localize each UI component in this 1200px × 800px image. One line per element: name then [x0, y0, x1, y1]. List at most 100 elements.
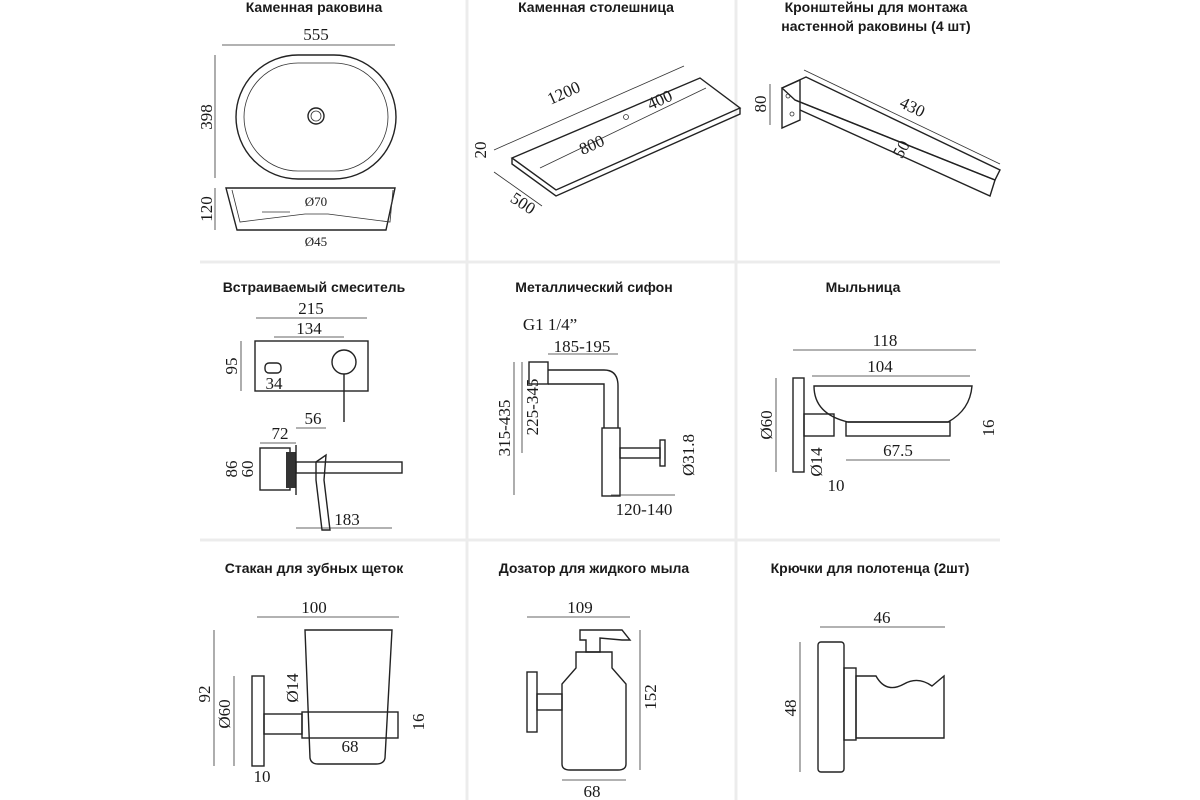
panel-title: Каменная раковина — [246, 0, 383, 15]
screw-hole — [789, 111, 795, 117]
dim-plate-height: 95 — [222, 358, 241, 375]
panel-metal-siphon: Металлический сифон G1 1/4” 185-195 315-… — [495, 279, 698, 519]
dim-outlet-height: 225-345 — [523, 379, 542, 436]
mixer-thread — [286, 452, 296, 488]
dim-arm-diameter: Ø14 — [283, 673, 302, 703]
dim-outlet: 34 — [266, 374, 284, 393]
dim-height: 80 — [751, 96, 770, 113]
siphon-bottle — [601, 427, 621, 497]
dim-thread: G1 1/4” — [523, 315, 577, 334]
panel-wall-brackets: Кронштейны для монтажа настенной раковин… — [751, 0, 1001, 197]
holder-arm — [536, 693, 563, 711]
panel-soap-dispenser: Дозатор для жидкого мыла 109 152 68 — [499, 560, 690, 800]
dim-mount-thickness: 10 — [828, 476, 845, 495]
drain-inner — [310, 110, 322, 122]
towel-hook — [855, 674, 945, 739]
bracket-arm-side — [794, 99, 996, 197]
panel-towel-hooks: Крючки для полотенца (2шт) 46 48 — [771, 560, 970, 773]
dim-body-depth: 72 — [272, 424, 289, 443]
wall-mount — [251, 675, 265, 767]
dim-dish-width: 104 — [867, 357, 893, 376]
sink-top-view — [235, 54, 397, 180]
panel-title: Стакан для зубных щеток — [225, 560, 405, 576]
dim-bottle-width: 68 — [584, 782, 601, 800]
panel-title: Крючки для полотенца (2шт) — [771, 560, 970, 576]
dim-depth: 398 — [197, 104, 216, 130]
holder-arm — [263, 713, 303, 735]
dim-spout-length: 183 — [334, 510, 360, 529]
sink-side-view — [225, 187, 396, 231]
mixer-lever-side — [315, 453, 331, 531]
siphon-outlet — [619, 447, 661, 459]
dim-hole-position: 800 — [576, 131, 607, 159]
sink-bowl-section — [231, 189, 394, 223]
dim-drain-top: Ø70 — [305, 194, 327, 209]
panel-title: Встраиваемый смеситель — [223, 279, 406, 295]
dim-total-width: 109 — [567, 598, 593, 617]
panel-stone-sink: Каменная раковина 555 398 120 Ø70 Ø45 — [197, 0, 397, 249]
faucet-hole — [623, 114, 629, 120]
dim-mount-diameter: Ø60 — [215, 699, 234, 728]
panel-title: Дозатор для жидкого мыла — [499, 560, 690, 576]
wall-mount — [817, 641, 845, 773]
glass-cup — [304, 629, 393, 765]
mixer-spout — [295, 461, 403, 474]
dim-body-height: 86 — [222, 461, 241, 478]
siphon-flange — [659, 439, 666, 467]
panel-soap-dish: Мыльница 118 104 Ø60 Ø14 16 67.5 10 — [757, 279, 998, 495]
mixer-handle — [331, 349, 357, 375]
dim-line — [803, 69, 1001, 165]
mixer-plate — [254, 340, 369, 392]
dim-mount-diameter: Ø60 — [757, 410, 776, 439]
wall-mount — [792, 377, 805, 473]
dim-width: 555 — [303, 25, 329, 44]
panel-title-line1: Кронштейны для монтажа — [785, 0, 968, 15]
siphon-pipe — [548, 369, 619, 428]
dim-line — [493, 171, 543, 207]
dim-spout-depth: 56 — [305, 409, 322, 428]
panel-built-in-mixer: Встраиваемый смеситель 215 134 95 34 56 … — [222, 279, 406, 531]
dim-total-width: 100 — [301, 598, 327, 617]
dim-inner-height: 60 — [238, 461, 257, 478]
sink-inner-rim — [243, 62, 389, 172]
drain-hole — [307, 107, 325, 125]
dim-holder-width: 68 — [342, 737, 359, 756]
glass-holder — [301, 711, 399, 739]
dim-outlet-diameter: Ø31.8 — [679, 434, 698, 476]
dim-outlet-length: 120-140 — [616, 500, 673, 519]
dim-plate-width: 215 — [298, 299, 324, 318]
dim-height: 120 — [197, 196, 216, 222]
dim-length: 1200 — [544, 77, 583, 108]
dim-drain-bottom: Ø45 — [305, 234, 327, 249]
dim-thickness: 20 — [471, 142, 490, 159]
dim-line — [539, 87, 707, 169]
dim-holder-height: 16 — [409, 714, 428, 731]
dish-holder — [845, 421, 951, 437]
dim-holder-height: 16 — [979, 420, 998, 437]
holder-arm — [803, 413, 835, 437]
dim-depth: 46 — [874, 608, 891, 627]
wall-mount — [526, 671, 538, 733]
dim-arm-diameter: Ø14 — [807, 447, 826, 477]
dim-total-height: 92 — [195, 686, 214, 703]
panel-title: Каменная столешница — [518, 0, 674, 15]
panel-toothbrush-glass: Стакан для зубных щеток 100 92 Ø60 Ø14 1… — [195, 560, 428, 786]
soap-dish — [813, 385, 973, 423]
countertop-edge — [511, 108, 741, 197]
mixer-outlet — [264, 362, 282, 374]
dim-width: 50 — [889, 137, 914, 161]
panel-title: Мыльница — [826, 279, 901, 295]
dispenser-bottle — [561, 651, 627, 771]
dim-total-height: 315-435 — [495, 400, 514, 457]
dim-line — [493, 65, 685, 151]
mixer-body-side — [259, 447, 291, 491]
dim-holder-width: 67.5 — [883, 441, 913, 460]
dim-mount-thickness: 10 — [254, 767, 271, 786]
dim-width: 500 — [507, 188, 539, 218]
dim-total-width: 118 — [873, 331, 898, 350]
panel-title-line2: настенной раковины (4 шт) — [781, 18, 970, 34]
hook-base — [843, 667, 857, 741]
dim-hole-spacing: 134 — [296, 319, 322, 338]
dim-horizontal: 185-195 — [554, 337, 611, 356]
